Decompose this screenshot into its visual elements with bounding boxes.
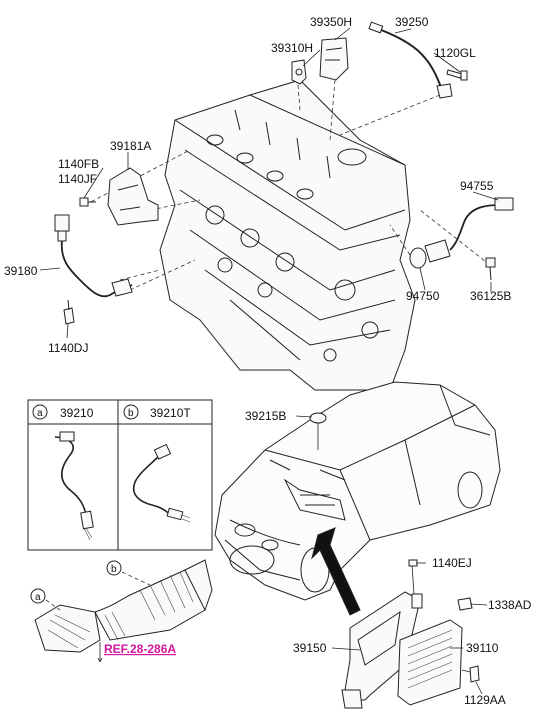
bolt-1120gl [446, 69, 468, 81]
variant-b-letter: b [128, 408, 134, 419]
label-leaders [39, 27, 499, 695]
bolt-36125b [485, 257, 496, 281]
label-39215b: 39215B [245, 409, 286, 423]
label-94750: 94750 [406, 289, 440, 303]
bracket-39350h [319, 37, 349, 81]
bolt-1140fb-1140jf [79, 197, 96, 207]
label-39180: 39180 [4, 264, 38, 278]
label-1140ej: 1140EJ [432, 556, 472, 570]
variant-a-letter: a [37, 408, 43, 419]
label-36125b: 36125B [470, 289, 511, 303]
sensor-39180 [54, 214, 133, 298]
ecu-assembly [341, 559, 480, 709]
bolt-1140dj [63, 299, 75, 325]
reference-link[interactable]: REF.28-286A [104, 642, 176, 656]
engine-block [159, 79, 416, 391]
variant-a-part: 39210 [60, 406, 94, 420]
label-1140fb: 1140FB [58, 157, 99, 171]
label-39250: 39250 [395, 15, 429, 29]
variant-b-part: 39210T [150, 406, 191, 420]
label-39150: 39150 [293, 641, 327, 655]
bracket-39181a [107, 167, 159, 226]
exhaust-marker-b: b [111, 564, 117, 575]
sensor-39250 [368, 21, 453, 99]
sensor-39310h [291, 59, 307, 85]
label-39181a: 39181A [110, 139, 151, 153]
label-1338ad: 1338AD [488, 598, 532, 612]
variant-box [27, 399, 213, 551]
vehicle-illustration [214, 381, 501, 616]
label-94755: 94755 [460, 179, 494, 193]
exhaust-marker-a-circle [30, 588, 46, 604]
label-39350h: 39350H [310, 15, 352, 29]
label-1140dj: 1140DJ [48, 341, 88, 355]
label-1129aa: 1129AA [464, 693, 506, 707]
sensor-94755 [449, 197, 514, 251]
label-39310h: 39310H [271, 41, 313, 55]
label-39110: 39110 [466, 641, 499, 655]
exhaust-marker-b-circle [106, 560, 122, 576]
switch-94750 [409, 239, 451, 269]
label-1140jf: 1140JF [58, 172, 97, 186]
label-1120gl: 1120GL [434, 46, 476, 60]
exhaust-assembly [34, 559, 213, 663]
exhaust-marker-a: a [35, 592, 41, 603]
